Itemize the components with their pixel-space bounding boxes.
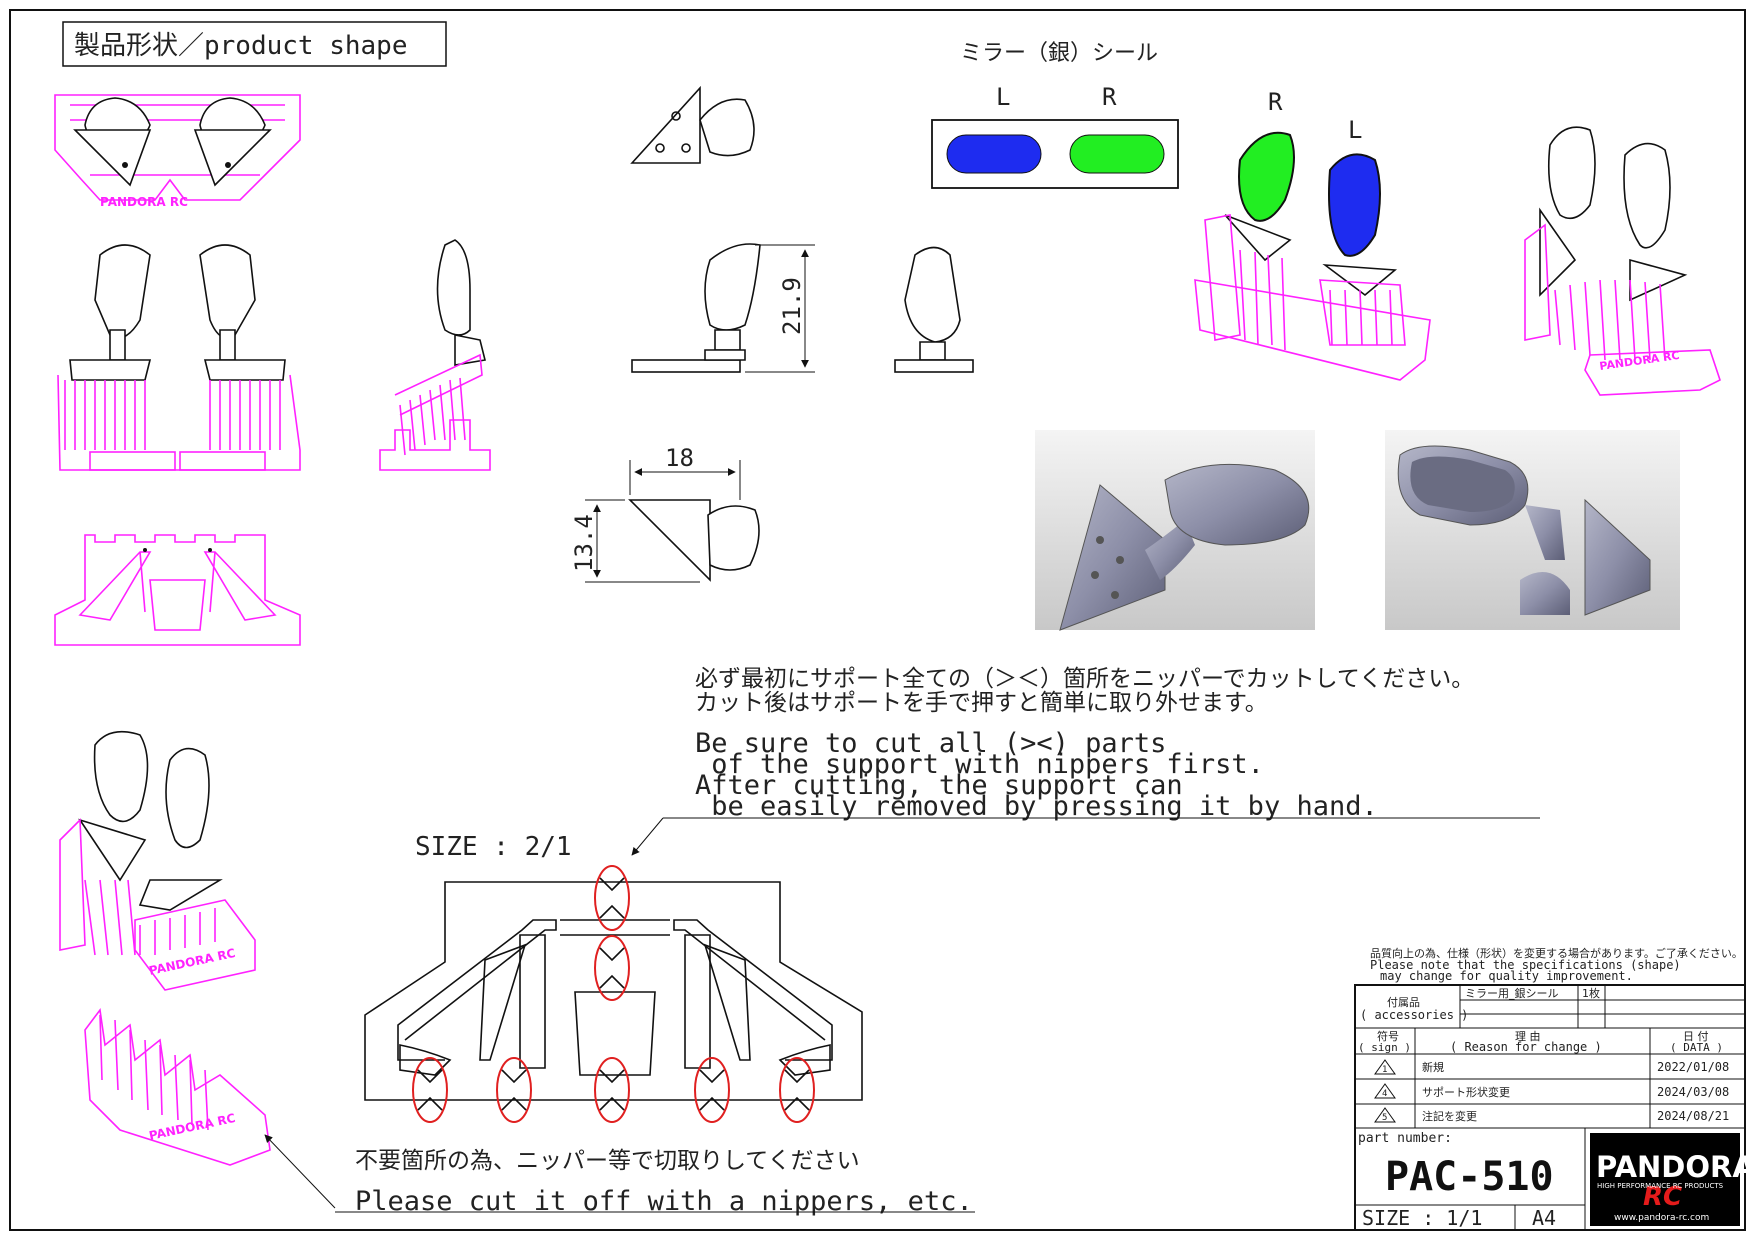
revision-1-sign: 1 <box>1382 1065 1387 1075</box>
cut-mark-bottom-3 <box>594 1057 630 1123</box>
instruction-jp-2: カット後はサポートを手で押すと簡単に取り外せます。 <box>695 690 1268 716</box>
iso-mirror-left-decal <box>1328 153 1381 257</box>
date-label: 日 付 <box>1683 1030 1709 1043</box>
cut-mark-bottom-1 <box>412 1057 448 1123</box>
accessories-label-en: ( accessories ) <box>1360 1008 1468 1022</box>
accessories-label: 付属品 <box>1387 996 1420 1009</box>
iso-view-rear: PANDORA RC <box>1524 126 1721 396</box>
instruction-en-1: Be sure to cut all (><) parts <box>695 728 1166 759</box>
cut-mark-top-1 <box>594 865 630 931</box>
iso-brand-mark: PANDORA RC <box>148 946 237 978</box>
reason-label-en: ( Reason for change ) <box>1450 1040 1602 1054</box>
sheet-size: SIZE : 1/1 <box>1362 1206 1482 1230</box>
depth-dimension: 13.4 <box>570 499 700 583</box>
notice-en-1: Please note that the specifications (sha… <box>1370 958 1681 972</box>
cut-note-jp: 不要箇所の為、ニッパー等で切取りしてください <box>355 1148 860 1174</box>
sprue-right-mirror <box>193 97 272 187</box>
mirror-side-view <box>631 243 761 373</box>
decal-title: ミラー（銀）シール <box>960 41 1158 66</box>
sign-label-en: ( sign ) <box>1358 1041 1411 1054</box>
mirror-decal-sheet: ミラー（銀）シール L R <box>931 41 1179 189</box>
support-side-view <box>379 239 491 471</box>
width-dimension-value: 18 <box>665 444 694 472</box>
sign-label: 符号 <box>1377 1030 1399 1043</box>
iso-left-label: L <box>1348 116 1362 144</box>
revision-3-reason: 注記を変更 <box>1422 1109 1477 1123</box>
cut-mark-bottom-5 <box>779 1057 815 1123</box>
height-dimension-value: 21.9 <box>778 277 806 335</box>
notice-jp: 品質向上の為、仕様（形状）を変更する場合があります。ご了承ください。 <box>1370 946 1743 960</box>
notice-en-2: may change for quality improvement. <box>1380 969 1633 983</box>
instruction-en-4: be easily removed by pressing it by hand… <box>695 791 1378 822</box>
support-detail-view <box>364 881 863 1101</box>
revision-row-2: 4 サポート形状変更 2024/03/08 <box>1374 1083 1729 1099</box>
instruction-en-3: After cutting, the support can <box>695 770 1183 801</box>
paper-size: A4 <box>1532 1206 1556 1230</box>
support-iso-view: PANDORA RC <box>59 730 256 991</box>
sprue-left-mirror <box>73 97 152 187</box>
sheet-border <box>9 9 1746 1231</box>
iso-mirror-right-decal <box>1238 131 1295 222</box>
instructions-block: 必ず最初にサポート全ての（＞＜）箇所をニッパーでカットしてください。 カット後は… <box>631 666 1540 856</box>
logo-sub: RC <box>1643 1182 1682 1212</box>
cut-mark-bottom-2 <box>496 1057 532 1123</box>
support-front-view <box>57 244 301 471</box>
logo-url: www.pandora-rc.com <box>1614 1213 1709 1223</box>
decal-left-label: L <box>996 83 1010 111</box>
part-number: PAC-510 <box>1385 1154 1554 1200</box>
height-dimension: 21.9 <box>745 244 815 373</box>
iso-right-label: R <box>1268 88 1283 116</box>
revision-3-date: 2024/08/21 <box>1657 1109 1729 1123</box>
revision-1-date: 2022/01/08 <box>1657 1060 1729 1074</box>
date-label-en: ( DATA ) <box>1670 1041 1723 1054</box>
sprue-brand-mark: PANDORA RC <box>100 195 188 209</box>
cut-marks <box>412 865 815 1123</box>
decal-right-green <box>1069 134 1165 174</box>
cut-mark-bottom-4 <box>694 1057 730 1123</box>
render-mirror-rear <box>1035 430 1315 631</box>
revision-1-reason: 新規 <box>1422 1060 1444 1074</box>
product-shape-title: 製品形状／product shape <box>74 31 408 61</box>
part-number-label: part number: <box>1358 1131 1452 1146</box>
sprue-top-view: PANDORA RC <box>54 94 301 209</box>
revision-2-date: 2024/03/08 <box>1657 1085 1729 1099</box>
waste-leader-line <box>264 1134 336 1209</box>
title-block: 品質向上の為、仕様（形状）を変更する場合があります。ご了承ください。 Pleas… <box>1354 946 1755 1231</box>
mirror-back-view <box>894 246 974 373</box>
cut-note: 不要箇所の為、ニッパー等で切取りしてください Please cut it off… <box>335 1148 975 1217</box>
decal-right-label: R <box>1102 83 1117 111</box>
detail-size-label: SIZE : 2/1 <box>415 832 572 862</box>
iso-view-with-decals: R L <box>1194 88 1431 381</box>
revision-3-sign: 5 <box>1382 1113 1387 1123</box>
accessory-qty: 1枚 <box>1582 986 1600 1000</box>
decal-left-blue <box>946 134 1042 174</box>
revision-2-reason: サポート形状変更 <box>1422 1085 1510 1099</box>
revision-row-1: 1 新規 2022/01/08 <box>1374 1059 1729 1075</box>
width-dimension: 18 <box>629 444 741 500</box>
waste-comb-part: PANDORA RC <box>84 1007 271 1166</box>
logo-brand: PANDORA <box>1596 1150 1755 1184</box>
depth-dimension-value: 13.4 <box>570 514 598 572</box>
support-bottom-view <box>54 534 301 646</box>
cut-mark-top-2 <box>594 935 630 1001</box>
logo-tagline: HIGH PERFORMANCE RC PRODUCTS <box>1597 1182 1724 1190</box>
reason-label: 理 由 <box>1515 1029 1541 1043</box>
mirror-plan-view <box>628 499 760 582</box>
pandora-rc-logo: PANDORA RC HIGH PERFORMANCE RC PRODUCTS … <box>1590 1133 1755 1226</box>
instruction-en-2: of the support with nippers first. <box>695 749 1264 780</box>
instruction-jp-1: 必ず最初にサポート全ての（＞＜）箇所をニッパーでカットしてください。 <box>695 666 1474 692</box>
revision-row-3: 5 注記を変更 2024/08/21 <box>1374 1107 1729 1123</box>
mirror-top-view <box>630 85 755 164</box>
render-mirror-front <box>1385 430 1680 630</box>
revision-2-sign: 4 <box>1382 1089 1387 1099</box>
product-shape-title-box: 製品形状／product shape <box>62 21 447 67</box>
accessory-item: ミラー用_銀シール <box>1465 986 1559 1000</box>
